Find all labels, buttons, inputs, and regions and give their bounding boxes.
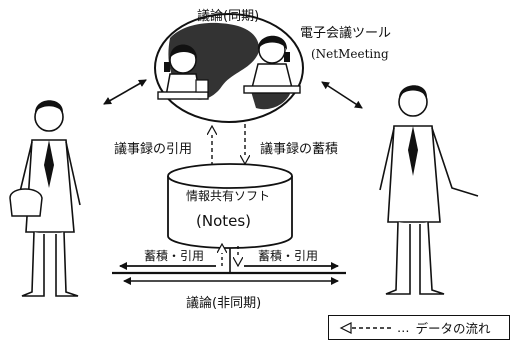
left-conference-person-icon bbox=[157, 44, 209, 100]
legend: … データの流れ bbox=[328, 315, 510, 340]
notes-label: (Notes) bbox=[196, 212, 251, 230]
legend-dots: … bbox=[397, 320, 410, 335]
left-sync-arrow bbox=[103, 79, 147, 105]
legend-text: データの流れ bbox=[415, 321, 491, 336]
database-cylinder-icon bbox=[167, 163, 293, 249]
store-minutes-label: 議事録の蓄積 bbox=[260, 142, 338, 157]
legend-dashed-arrow-icon bbox=[339, 321, 391, 334]
right-conference-person-icon bbox=[243, 35, 301, 94]
sync-discussion-label: 議論(同期) bbox=[197, 8, 259, 24]
store-cite-left-label: 蓄積・引用 bbox=[144, 248, 204, 263]
left-person-icon bbox=[9, 100, 81, 297]
info-share-software-label: 情報共有ソフト bbox=[186, 189, 270, 203]
store-cite-right-label: 蓄積・引用 bbox=[258, 248, 318, 263]
netmeeting-label: (NetMeeting bbox=[311, 47, 389, 61]
globe-group bbox=[154, 13, 304, 123]
cite-minutes-label: 議事録の引用 bbox=[114, 142, 192, 157]
async-discussion-label: 議論(非同期) bbox=[186, 295, 261, 311]
right-person-icon bbox=[379, 85, 479, 295]
right-sync-arrow bbox=[321, 81, 363, 109]
conference-tool-label: 電子会議ツール bbox=[300, 26, 391, 41]
